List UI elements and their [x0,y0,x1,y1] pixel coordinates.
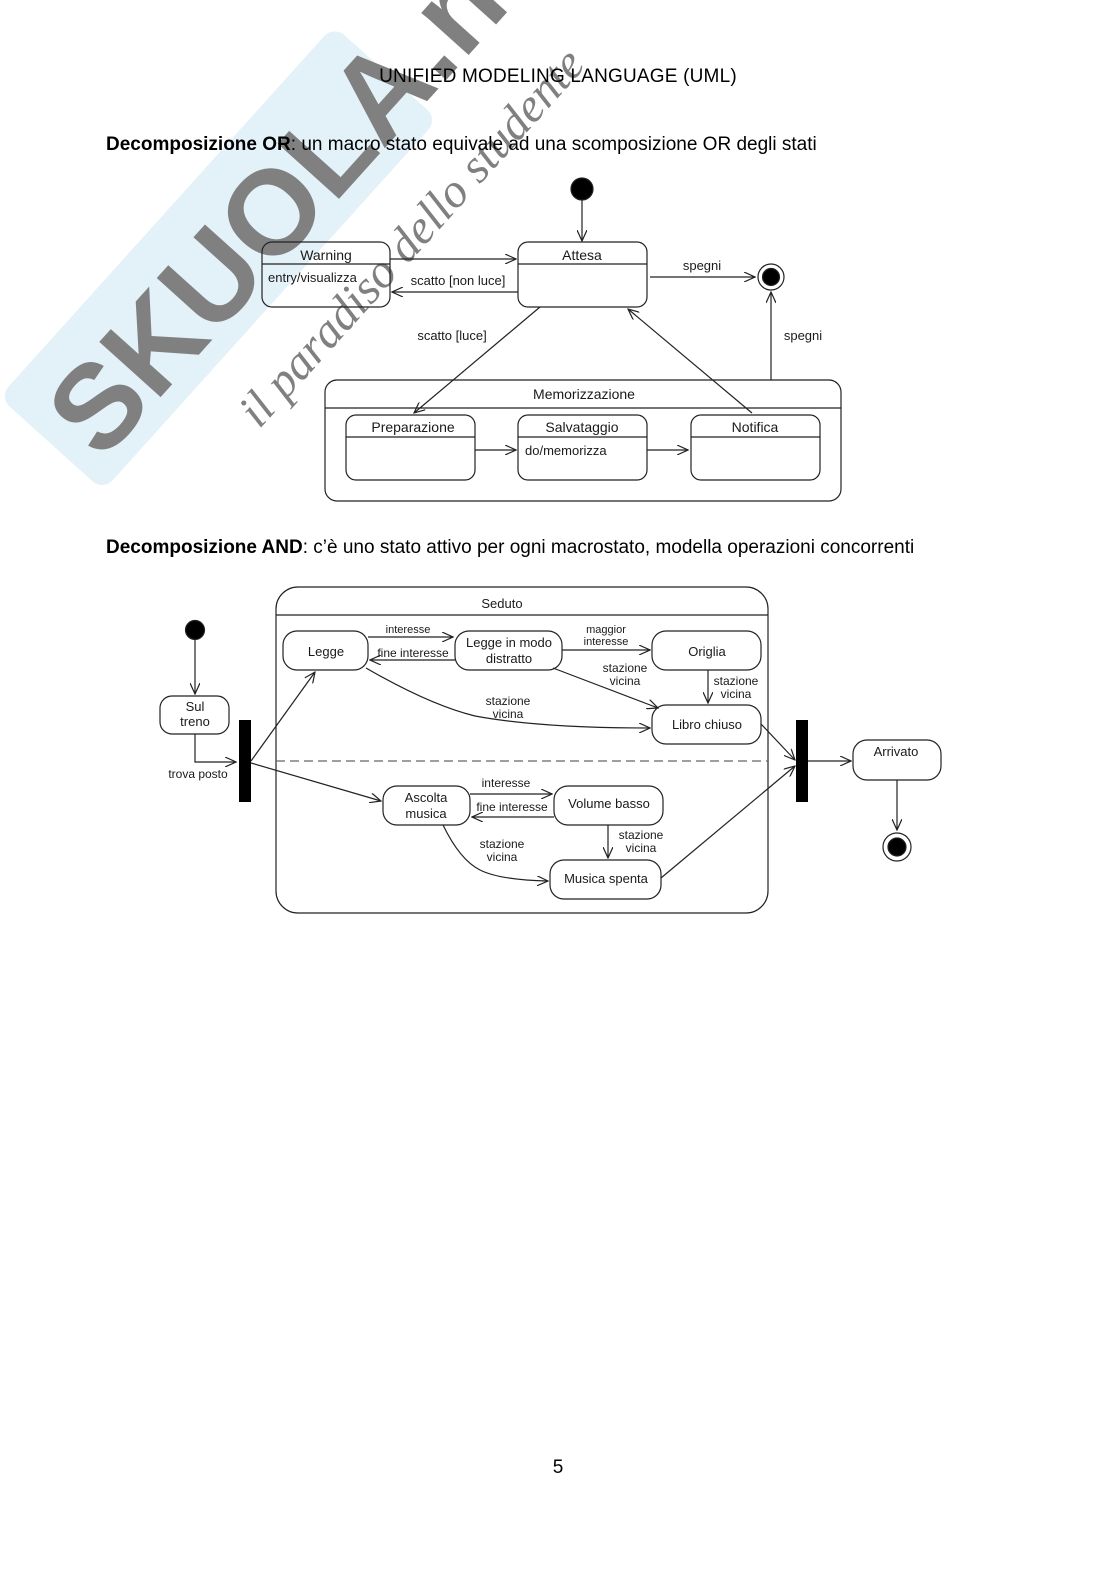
section-and-title: Decomposizione AND: c’è uno stato attivo… [106,537,914,559]
label-stazione-d2: vicina [626,841,657,855]
label-fine-interesse-2: fine interesse [476,800,548,814]
label-stazione-e2: vicina [487,850,518,864]
libro-chiuso-name: Libro chiuso [672,717,742,732]
transition-scatto-luce [414,306,541,413]
legge-name: Legge [308,644,344,659]
label-stazione-b2: vicina [721,687,752,701]
label-fine-interesse-1: fine interesse [377,646,449,660]
state-origlia [651,630,762,671]
fork-bar [239,720,251,802]
label-spegni-1: spegni [683,258,721,273]
origlia-name: Origlia [688,644,726,659]
transition-ascolta-spenta [442,824,548,881]
ascolta-line2: musica [405,806,447,821]
attesa-name: Attesa [562,247,602,263]
warning-activity: entry/visualizza [268,270,358,285]
label-interesse-1: interesse [386,624,431,636]
label-stazione-a1: stazione [603,661,648,675]
label-spegni-2: spegni [784,328,822,343]
state-memorizzazione [324,379,842,502]
state-notifica [690,414,821,481]
musica-spenta-name: Musica spenta [564,871,649,886]
notifica-name: Notifica [732,419,779,435]
state-warning [261,241,391,308]
section-or-bold: Decomposizione OR [106,134,291,155]
section-and-bold: Decomposizione AND [106,537,303,558]
transition-legge-libro [365,667,650,728]
seduto-name: Seduto [481,596,522,611]
state-preparazione [345,414,476,481]
diagram-or-labels: Warning entry/visualizza Attesa scatto [… [268,247,822,458]
and-initial-node [184,619,206,641]
salvataggio-activity: do/memorizza [525,443,607,458]
state-legge [282,630,369,671]
state-ascolta-musica [382,785,471,826]
section-or-text: : un macro stato equivale ad una scompos… [290,134,817,155]
section-and-text: : c’è uno stato attivo per ogni macrosta… [302,537,915,558]
label-maggior-1: maggior [586,624,626,636]
sul-treno-line2: treno [180,714,210,729]
page-number: 5 [552,1457,564,1478]
transition-notifica-attesa [628,309,753,414]
memorizzazione-name: Memorizzazione [533,386,635,402]
legge-distratto-line1: Legge in modo [466,635,552,650]
or-initial-node [570,177,594,201]
state-musica-spenta [549,859,662,900]
state-salvataggio [517,414,648,481]
diagram-or [261,177,842,502]
diagram-and-labels: Seduto Sul treno trova posto Legge Legge… [168,596,918,886]
label-stazione-c1: stazione [486,694,531,708]
salvataggio-name: Salvataggio [545,419,618,435]
state-attesa [517,241,648,308]
state-seduto [275,586,769,914]
label-maggior-2: interesse [584,636,629,648]
label-stazione-a2: vicina [610,674,641,688]
label-trova-posto: trova posto [168,767,228,781]
transition-trova-posto [194,734,236,762]
and-final-node [882,832,912,862]
join-bar [796,720,808,802]
sul-treno-line1: Sul [186,699,205,714]
page-header: UNIFIED MODELING LANGUAGE (UML) [379,66,737,87]
label-stazione-d1: stazione [619,828,664,842]
volume-basso-name: Volume basso [568,796,650,811]
warning-name: Warning [300,247,352,263]
label-scatto-non-luce: scatto [non luce] [411,273,506,288]
preparazione-name: Preparazione [371,419,454,435]
label-stazione-b1: stazione [714,674,759,688]
or-final-node [757,263,785,291]
label-stazione-c2: vicina [493,707,524,721]
section-or-title: Decomposizione OR: un macro stato equiva… [106,134,817,156]
label-interesse-2: interesse [482,776,531,790]
diagram-and [159,586,942,914]
legge-distratto-line2: distratto [486,651,532,666]
label-stazione-e1: stazione [480,837,525,851]
arrivato-name: Arrivato [874,744,919,759]
label-scatto-luce: scatto [luce] [417,328,486,343]
ascolta-line1: Ascolta [405,790,448,805]
transition-distratto-libro [552,667,658,708]
